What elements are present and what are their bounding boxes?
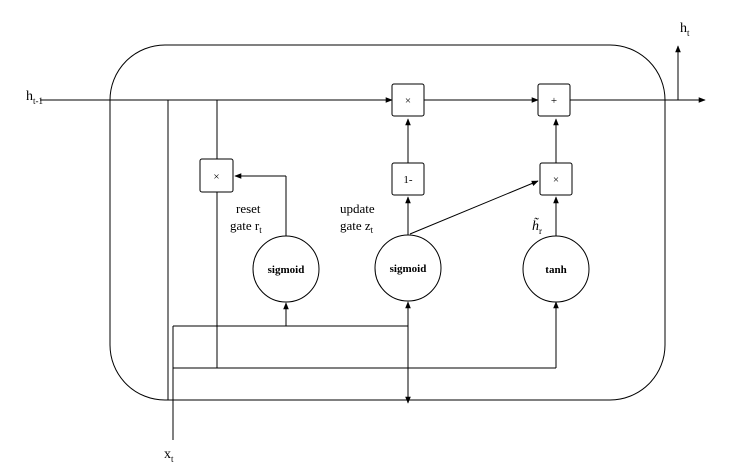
candidate-state-label: h̃r [532, 217, 542, 236]
reset-multiply-symbol: × [213, 171, 219, 183]
candidate-multiply-node [539, 162, 573, 196]
update-gate-label-line2: gate zt [340, 218, 374, 235]
sigmoid-update-node [374, 234, 442, 302]
update-gate-label-line1: update [340, 201, 375, 216]
h-prev-label: ht-1 [26, 89, 43, 106]
x-input-label: xt [164, 447, 174, 464]
sigmoid-update-label: sigmoid [390, 263, 427, 275]
state-add-symbol: + [551, 95, 557, 107]
sigmoid-reset-node [252, 235, 320, 303]
h-out-label: ht [680, 21, 690, 38]
state-add-node [537, 83, 571, 117]
tanh-label: tanh [545, 264, 566, 276]
state-multiply-node [391, 83, 425, 117]
sigmoid-reset-label: sigmoid [268, 264, 305, 276]
candidate-multiply-symbol: × [553, 174, 559, 186]
reset-gate-label-line1: reset [236, 201, 261, 216]
one-minus-node [391, 162, 425, 196]
tanh-node [522, 235, 590, 303]
one-minus-label: 1- [403, 174, 413, 186]
update-to-candidate-multiply [409, 180, 539, 235]
reset-gate-label-line2: gate rt [230, 218, 262, 235]
reset-multiply-node [199, 158, 234, 193]
state-multiply-symbol: × [405, 95, 411, 107]
cell-boundary [109, 44, 666, 401]
